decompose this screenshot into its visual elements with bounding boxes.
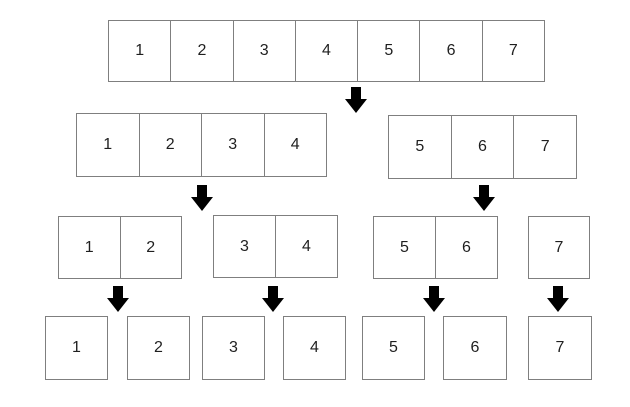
down-arrow-icon bbox=[262, 286, 284, 312]
array-cell: 6 bbox=[435, 217, 497, 278]
array-level4-box-2: 2 bbox=[127, 316, 190, 380]
array-cell: 4 bbox=[294, 21, 357, 81]
array-cell: 7 bbox=[513, 116, 576, 178]
array-cell: 6 bbox=[419, 21, 481, 81]
array-cell: 5 bbox=[415, 138, 425, 155]
array-cell: 1 bbox=[103, 136, 113, 153]
array-cell: 1 bbox=[135, 42, 145, 59]
array-cell: 4 bbox=[310, 339, 319, 356]
down-arrow-icon bbox=[423, 286, 445, 312]
down-arrow-icon bbox=[345, 87, 367, 113]
down-arrow-icon bbox=[473, 185, 495, 211]
array-cell: 4 bbox=[263, 114, 327, 176]
array-level4-box-5: 5 bbox=[362, 316, 425, 380]
array-cell: 1 bbox=[84, 238, 94, 256]
array-cell: 3 bbox=[201, 114, 264, 176]
array-level2-right: 5 6 7 bbox=[388, 115, 577, 179]
array-cell: 2 bbox=[170, 21, 232, 81]
down-arrow-icon bbox=[107, 286, 129, 312]
down-arrow-icon bbox=[547, 286, 569, 312]
array-cell: 3 bbox=[229, 339, 238, 356]
array-cell: 5 bbox=[357, 21, 419, 81]
array-level4-box-1: 1 bbox=[45, 316, 108, 380]
array-cell: 2 bbox=[138, 114, 202, 176]
array-cell: 6 bbox=[470, 339, 480, 356]
array-cell: 7 bbox=[555, 339, 565, 356]
down-arrow-icon bbox=[191, 185, 213, 211]
array-cell: 1 bbox=[72, 339, 81, 356]
array-cell: 3 bbox=[240, 237, 249, 255]
array-cell: 2 bbox=[119, 217, 182, 278]
array-level3-pair-1-2: 1 2 bbox=[58, 216, 182, 279]
array-cell: 5 bbox=[400, 238, 409, 256]
array-level3-pair-3-4: 3 4 bbox=[213, 215, 338, 278]
array-level3-pair-5-6: 5 6 bbox=[373, 216, 498, 279]
array-level4-box-6: 6 bbox=[443, 316, 507, 380]
array-level4-box-7: 7 bbox=[528, 316, 592, 380]
array-cell: 2 bbox=[154, 339, 163, 356]
array-cell: 4 bbox=[275, 216, 337, 277]
array-cell: 5 bbox=[389, 339, 398, 356]
array-cell: 6 bbox=[450, 116, 514, 178]
array-cell: 7 bbox=[554, 238, 564, 256]
array-level2-left: 1 2 3 4 bbox=[76, 113, 327, 177]
array-level4-box-4: 4 bbox=[283, 316, 346, 380]
array-cell: 7 bbox=[481, 21, 544, 81]
array-level4-box-3: 3 bbox=[202, 316, 265, 380]
array-level3-single-7: 7 bbox=[528, 216, 590, 279]
array-cell: 3 bbox=[232, 21, 295, 81]
array-level1: 1 2 3 4 5 6 7 bbox=[108, 20, 545, 82]
